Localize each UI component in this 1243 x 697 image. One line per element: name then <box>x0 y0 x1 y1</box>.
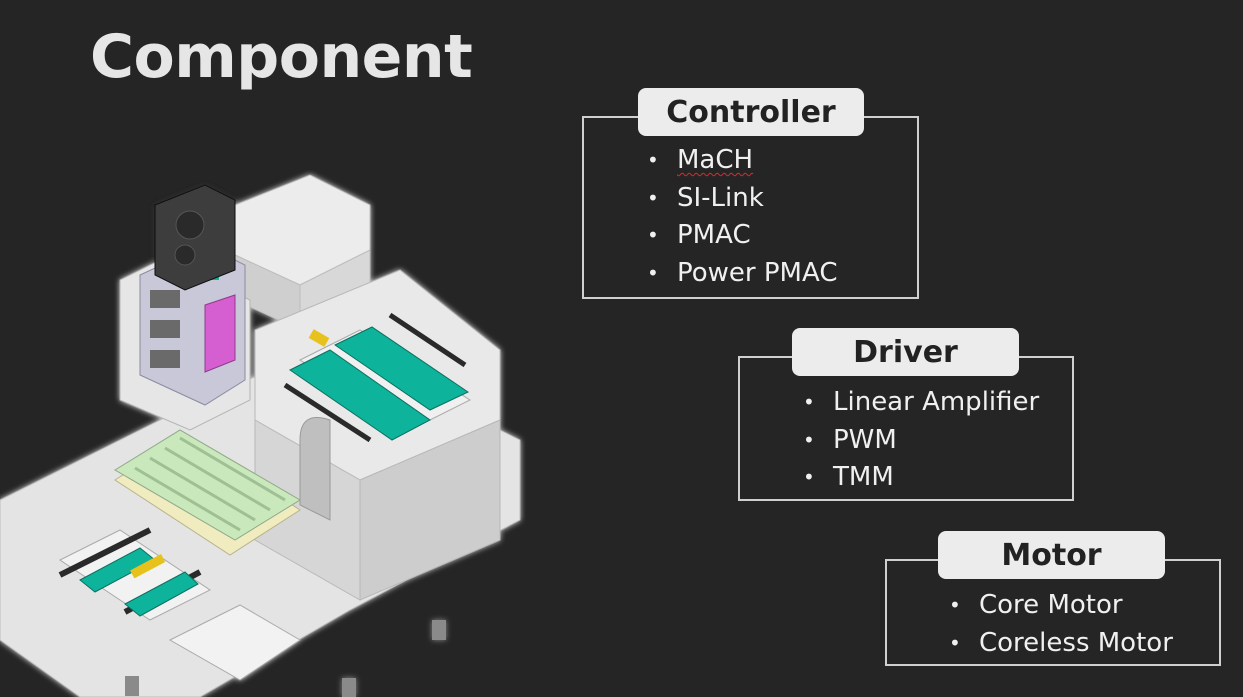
motor-box: Motor •Core Motor •Coreless Motor <box>885 531 1221 666</box>
controller-box: Controller •MaCH •SI-Link •PMAC •Power P… <box>582 88 919 299</box>
driver-box: Driver •Linear Amplifier •PWM •TMM <box>738 328 1074 501</box>
motor-label: Motor <box>938 531 1165 579</box>
cnc-machine-illustration <box>0 174 521 697</box>
motor-list: •Core Motor •Coreless Motor <box>949 587 1173 662</box>
list-item: •PMAC <box>647 220 751 251</box>
controller-list: •MaCH •SI-Link •PMAC •Power PMAC <box>647 142 837 293</box>
controller-label: Controller <box>638 88 864 136</box>
list-item: •SI-Link <box>647 182 764 213</box>
driver-label: Driver <box>792 328 1019 376</box>
slide-title: Component <box>90 22 473 92</box>
list-item: •Power PMAC <box>647 258 838 289</box>
list-item: •MaCH <box>647 145 754 175</box>
list-item: •Core Motor <box>949 590 1123 620</box>
list-item: •Coreless Motor <box>949 627 1173 658</box>
driver-list: •Linear Amplifier •PWM •TMM <box>803 384 1039 497</box>
list-item: •PWM <box>803 424 897 455</box>
list-item: •Linear Amplifier <box>803 387 1040 417</box>
list-item: •TMM <box>803 462 894 493</box>
